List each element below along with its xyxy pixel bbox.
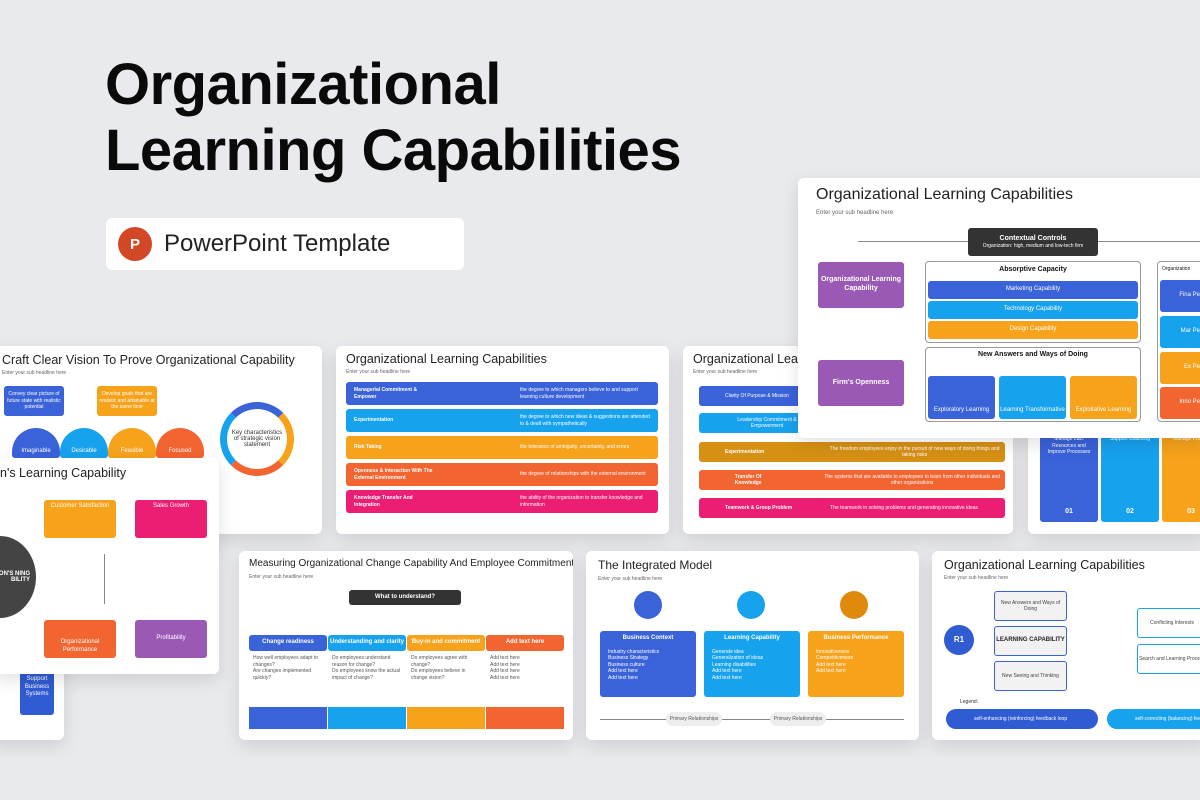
box-org-performance: Organizational Performance <box>44 620 116 658</box>
new-answers-panel: New Answers and Ways of Doing <box>925 347 1141 422</box>
org-capability-circle: IZATION'S NING BILITY <box>0 536 36 618</box>
slide-title: Craft Clear Vision To Prove Organization… <box>2 353 295 367</box>
slide-title: Measuring Organizational Change Capabili… <box>249 558 573 569</box>
absorptive-capacity-panel: Absorptive Capacity <box>925 261 1141 343</box>
box-profitability: Profitability <box>135 620 207 658</box>
growth-icon <box>840 591 868 619</box>
olc-box: Organizational Learning Capability <box>818 262 904 308</box>
badge-text: PowerPoint Template <box>164 230 391 257</box>
slide-title: n's Learning Capability <box>0 466 127 480</box>
slide-feedback-loops[interactable]: Organizational Learning Capabilities Ent… <box>932 551 1200 740</box>
slide-title: Organizational Learning Capabilities <box>816 186 1074 203</box>
openness-box: Firm's Openness <box>818 360 904 406</box>
vision-note-1: Convey clear picture of future state wit… <box>4 386 64 416</box>
dome-desirable: Desirable <box>60 428 108 458</box>
hero-title-line2: Learning Capabilities <box>105 118 682 183</box>
vision-ring: Key characteristics of strategic vision … <box>220 402 294 476</box>
band-row: Openness & Interaction With The External… <box>346 463 658 486</box>
dome-focused: Focused <box>156 428 204 458</box>
powerpoint-icon: P <box>118 227 152 261</box>
hero-title-line1: Organizational <box>105 52 501 117</box>
hero-title: Organizational Learning Capabilities <box>105 52 682 184</box>
dome-imaginable: Imaginable <box>12 428 60 458</box>
box-sales-growth: Sales Growth <box>135 500 207 538</box>
slide-bands[interactable]: Organizational Learning Capabilities Ent… <box>336 346 669 534</box>
vision-note-2: Develop goals that are realistic and att… <box>97 386 157 416</box>
powerpoint-template-badge: P PowerPoint Template <box>106 218 464 270</box>
slide-title: Organizational Learning Capabilities <box>346 352 547 366</box>
slide-title: Organizational Lear <box>693 352 803 366</box>
slide-title: Organizational Learning Capabilities <box>944 558 1145 572</box>
briefcase-icon <box>634 591 662 619</box>
slide-measuring[interactable]: Measuring Organizational Change Capabili… <box>239 551 573 740</box>
slide-integrated-model[interactable]: The Integrated Model Enter your sub head… <box>586 551 919 740</box>
slide-title: The Integrated Model <box>598 558 713 572</box>
dome-feasible: Feasible <box>108 428 156 458</box>
slide-main-model[interactable]: Organizational Learning Capabilities Ent… <box>798 178 1200 438</box>
slide-org-learning-capability[interactable]: n's Learning Capability IZATION'S NING B… <box>0 458 219 674</box>
chart-icon <box>737 591 765 619</box>
box-customer-satisfaction: Customer Satisfaction <box>44 500 116 538</box>
